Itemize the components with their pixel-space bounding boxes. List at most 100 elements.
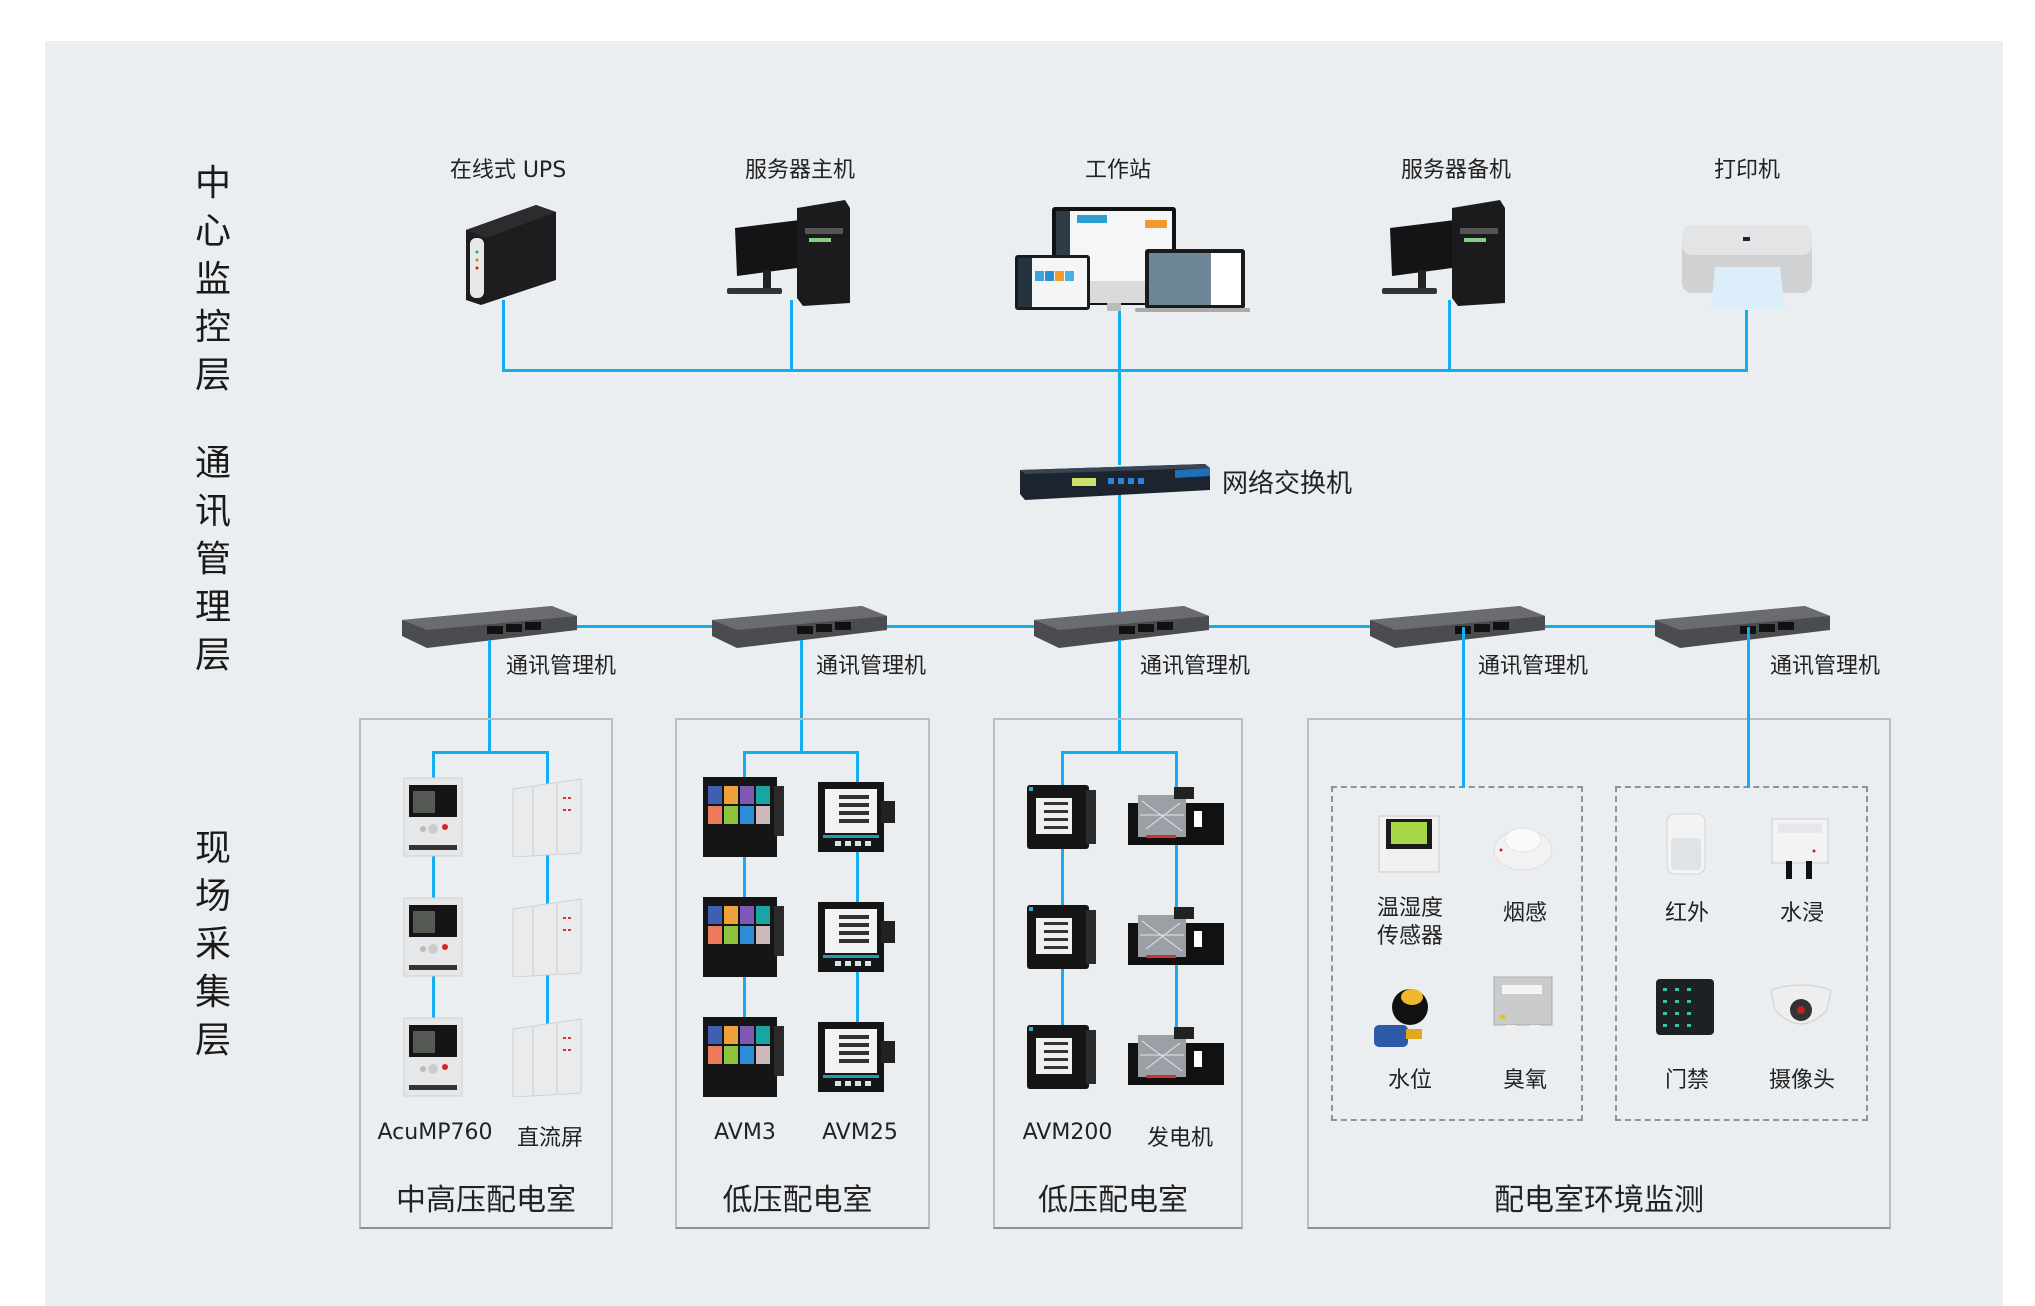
network-switch-icon xyxy=(1020,462,1210,502)
comm-manager-icon xyxy=(1370,604,1545,650)
comm-manager-icon xyxy=(402,604,577,650)
layer-label-char: 集 xyxy=(194,972,231,1013)
ozone-sensor-icon xyxy=(1488,975,1558,1040)
diagram-panel xyxy=(45,41,2003,1306)
layer-label-char: 场 xyxy=(194,876,231,917)
caption-acump760: AcuMP760 xyxy=(377,1120,493,1145)
link-backup-server xyxy=(1448,300,1451,371)
touch-meter-icon xyxy=(702,776,786,858)
printer-label: 打印机 xyxy=(1713,158,1780,183)
caption-avm3: AVM3 xyxy=(714,1120,776,1145)
lcd-meter-icon xyxy=(817,1021,897,1093)
caption-smoke: 烟感 xyxy=(1502,901,1547,926)
server-host-label: 服务器主机 xyxy=(744,158,855,183)
access-control-keypad-icon xyxy=(1655,978,1715,1036)
branch-right-line xyxy=(856,751,859,1041)
dc-panel-icon xyxy=(511,1017,583,1097)
network-switch-label: 网络交换机 xyxy=(1222,469,1353,499)
ups-label: 在线式 UPS xyxy=(449,158,567,183)
comm-manager-icon xyxy=(712,604,887,650)
generator-icon xyxy=(1126,785,1226,849)
dome-camera-icon xyxy=(1769,980,1833,1036)
layer-label-char: 采 xyxy=(194,924,231,965)
link-env-group-b xyxy=(1747,627,1750,788)
comm-manager-label: 通讯管理机 xyxy=(1478,654,1589,679)
sensor-group-b xyxy=(1615,786,1868,1121)
layer-label-char: 理 xyxy=(194,587,231,628)
water-level-float-icon xyxy=(1372,985,1442,1050)
smoke-detector-icon xyxy=(1492,820,1554,872)
layer-label-comm: 通讯管理层 xyxy=(190,440,236,680)
dc-panel-icon xyxy=(511,777,583,857)
caption-dc-panel: 直流屏 xyxy=(516,1126,583,1151)
caption-temp-humidity-line2: 传感器 xyxy=(1376,924,1443,949)
caption-temp-humidity-line1: 温湿度 xyxy=(1376,896,1443,921)
branch-bar xyxy=(743,751,859,754)
temp-humidity-sensor-icon xyxy=(1378,815,1440,873)
room-box-low-voltage-2 xyxy=(993,718,1243,1229)
room-box-low-voltage-1 xyxy=(675,718,930,1229)
link-server-host xyxy=(790,300,793,371)
link-ups xyxy=(502,300,505,371)
protection-relay-icon xyxy=(403,777,463,857)
layer-label-char: 心 xyxy=(194,211,231,252)
backup-server-label: 服务器备机 xyxy=(1400,158,1511,183)
caption-camera: 摄像头 xyxy=(1768,1068,1835,1093)
comm-manager-icon xyxy=(1655,604,1830,650)
room-title-1: 中高压配电室 xyxy=(396,1183,576,1218)
branch-right-line xyxy=(546,751,549,1041)
link-workstation-switch xyxy=(1118,305,1121,465)
layer-label-field: 现场采集层 xyxy=(190,825,236,1065)
layer-label-char: 监 xyxy=(194,259,231,300)
comm-manager-label: 通讯管理机 xyxy=(1140,654,1251,679)
layer-label-char: 控 xyxy=(194,307,231,348)
workstation-icon xyxy=(1015,205,1250,315)
branch-left-line xyxy=(432,751,435,1041)
layer-label-char: 现 xyxy=(194,828,231,869)
layer-label-char: 层 xyxy=(194,1020,231,1061)
backup-server-icon xyxy=(1380,198,1515,308)
caption-infrared: 红外 xyxy=(1664,901,1709,926)
room-title-3: 低压配电室 xyxy=(1038,1183,1188,1218)
generator-icon xyxy=(1126,905,1226,969)
power-meter-icon xyxy=(1026,904,1098,970)
infrared-detector-icon xyxy=(1665,812,1707,876)
room-title-2: 低压配电室 xyxy=(722,1183,873,1218)
top-bus-line xyxy=(502,369,1748,372)
printer-icon xyxy=(1680,215,1815,310)
power-meter-icon xyxy=(1026,1024,1098,1090)
room-box-environment xyxy=(1307,718,1891,1229)
branch-right-line xyxy=(1175,751,1178,1041)
lcd-meter-icon xyxy=(817,781,897,853)
comm-manager-label: 通讯管理机 xyxy=(816,654,927,679)
caption-avm200: AVM200 xyxy=(1022,1120,1113,1145)
room-box-mid-high-voltage xyxy=(359,718,613,1229)
power-meter-icon xyxy=(1026,784,1098,850)
layer-label-center: 中心监控层 xyxy=(190,160,236,400)
branch-bar xyxy=(1061,751,1178,754)
protection-relay-icon xyxy=(403,897,463,977)
comm-manager-label: 通讯管理机 xyxy=(1770,654,1881,679)
comm-manager-drop-line xyxy=(488,640,491,752)
caption-generator: 发电机 xyxy=(1146,1126,1213,1151)
layer-label-char: 讯 xyxy=(194,491,231,532)
layer-label-char: 中 xyxy=(194,163,231,204)
branch-left-line xyxy=(743,751,746,1041)
layer-label-char: 通 xyxy=(194,443,231,484)
comm-manager-label: 通讯管理机 xyxy=(506,654,617,679)
branch-bar xyxy=(432,751,549,754)
branch-left-line xyxy=(1061,751,1064,1041)
caption-access-control: 门禁 xyxy=(1664,1068,1709,1093)
protection-relay-icon xyxy=(403,1017,463,1097)
server-host-icon xyxy=(725,198,860,308)
layer-label-char: 层 xyxy=(194,635,231,676)
touch-meter-icon xyxy=(702,1016,786,1098)
lcd-meter-icon xyxy=(817,901,897,973)
touch-meter-icon xyxy=(702,896,786,978)
caption-water-level: 水位 xyxy=(1387,1068,1432,1093)
comm-manager-drop-line xyxy=(800,640,803,752)
generator-icon xyxy=(1126,1025,1226,1089)
workstation-label: 工作站 xyxy=(1084,158,1151,183)
room-title-4: 配电室环境监测 xyxy=(1494,1183,1704,1218)
layer-label-char: 管 xyxy=(194,539,231,580)
